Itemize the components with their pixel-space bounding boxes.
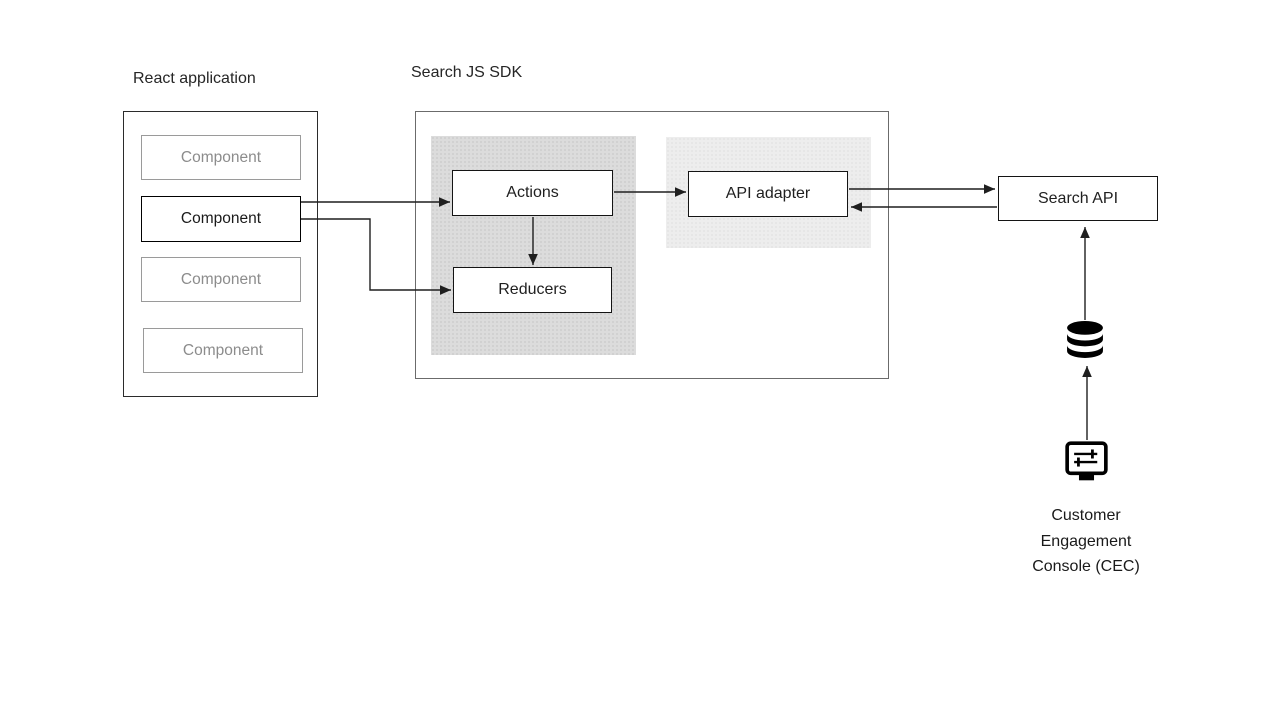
cec-label: Customer Engagement Console (CEC) xyxy=(1006,503,1166,580)
cec-label-line-2: Engagement xyxy=(1040,532,1132,550)
state-management-region xyxy=(431,136,636,355)
console-icon xyxy=(1065,441,1108,487)
api-adapter-box: API adapter xyxy=(688,171,848,217)
cec-label-line-1: Customer xyxy=(1051,507,1121,524)
react-application-label: React application xyxy=(133,70,256,87)
cec-label-line-3: Console (CEC) xyxy=(1032,558,1140,575)
component-box-2: Component xyxy=(141,196,301,242)
component-box-1: Component xyxy=(141,135,301,180)
component-box-4: Component xyxy=(143,328,303,373)
actions-box: Actions xyxy=(452,170,613,216)
sdk-label: Search JS SDK xyxy=(411,64,523,81)
search-api-box: Search API xyxy=(998,176,1158,221)
database-icon xyxy=(1066,320,1104,365)
reducers-box: Reducers xyxy=(453,267,612,313)
component-box-3: Component xyxy=(141,257,301,302)
